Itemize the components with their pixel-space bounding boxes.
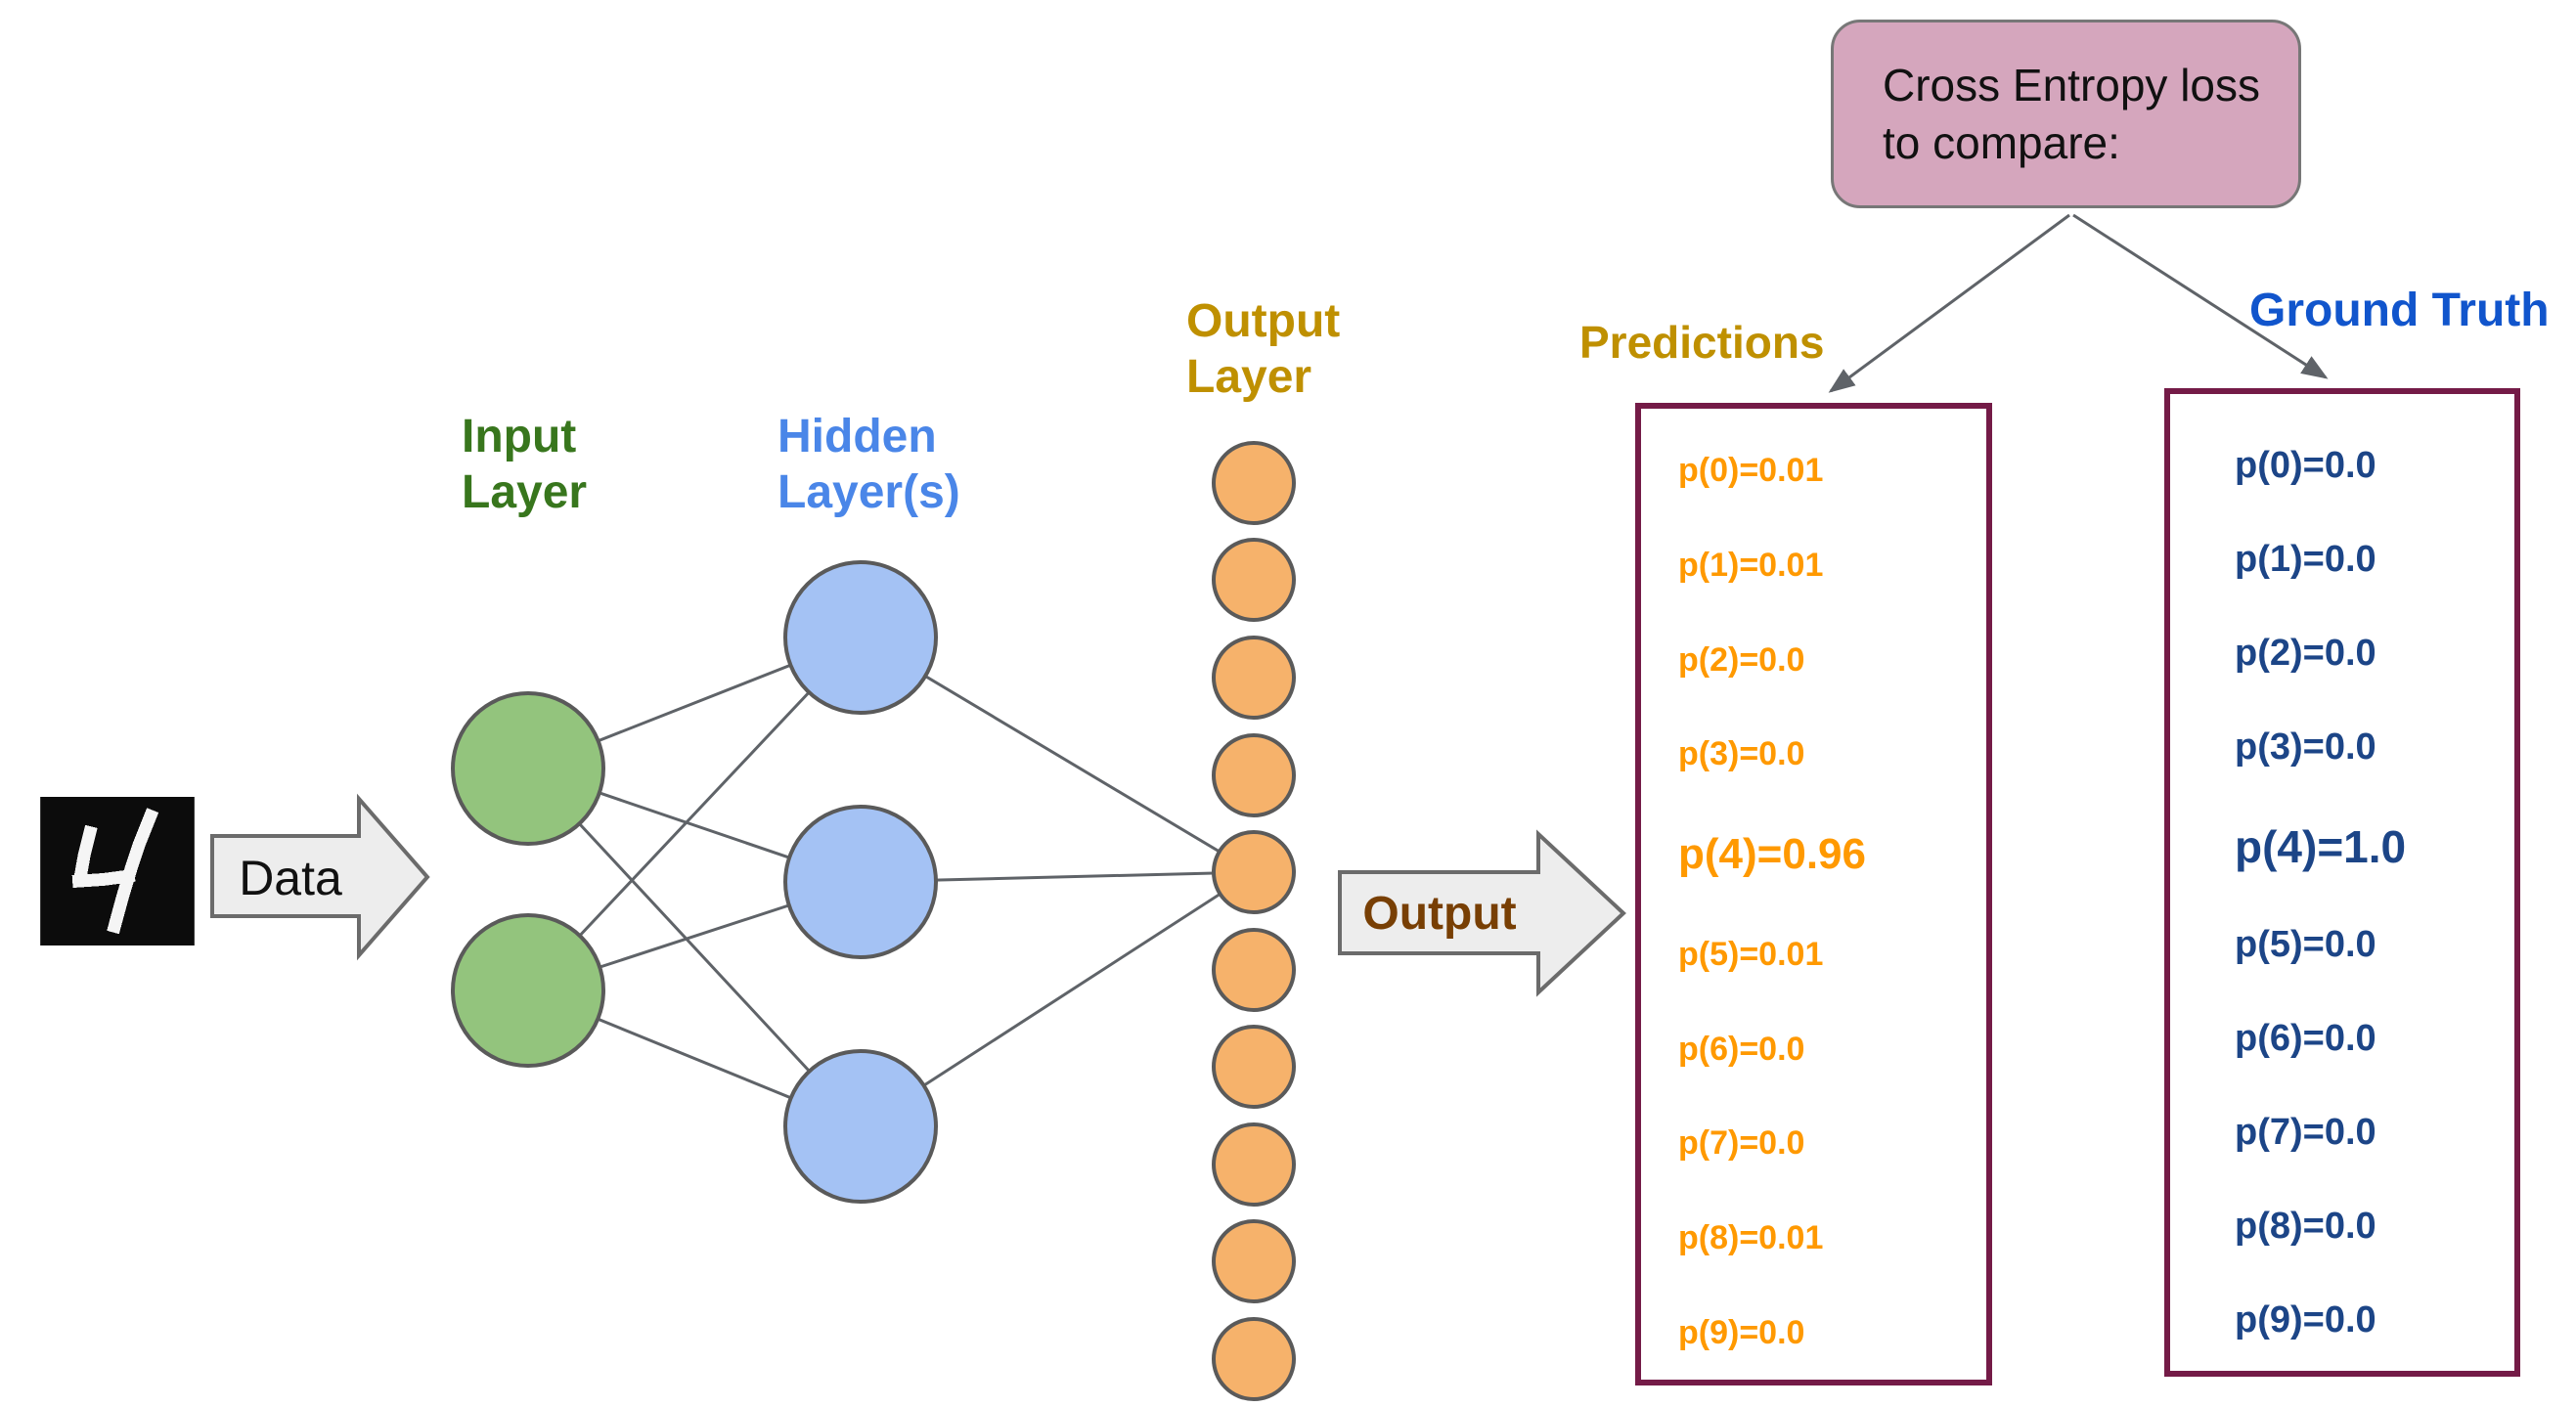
mnist-digit-image [40, 797, 195, 945]
loss-box-line2: to compare: [1883, 116, 2120, 168]
data-arrow-label: Data [239, 851, 342, 905]
loss-box-line1: Cross Entropy loss [1883, 59, 2261, 110]
hidden-node-3 [783, 1049, 938, 1204]
hidden-node-2 [783, 805, 938, 959]
arrow-to-ground-truth [2072, 213, 2329, 379]
prediction-row: p(1)=0.01 [1678, 546, 1824, 584]
input-node-1 [451, 691, 605, 846]
prediction-row: p(9)=0.0 [1678, 1313, 1805, 1351]
input-node-2 [451, 913, 605, 1068]
loss-arrows [1828, 213, 2329, 393]
predictions-title: Predictions [1579, 317, 1825, 368]
ground-truth-row: p(2)=0.0 [2235, 632, 2376, 674]
output-layer-label-line1: Output [1186, 295, 1341, 347]
hidden-layer-label-line1: Hidden [777, 411, 937, 462]
output-node-1 [1212, 441, 1296, 525]
prediction-row: p(3)=0.0 [1678, 735, 1805, 773]
digit-long-stroke [107, 808, 159, 935]
prediction-row: p(7)=0.0 [1678, 1124, 1805, 1163]
ground-truth-row: p(9)=0.0 [2235, 1298, 2376, 1341]
prediction-row: p(6)=0.0 [1678, 1030, 1805, 1068]
output-layer-label-line2: Layer [1186, 351, 1312, 403]
ground-truth-row: p(6)=0.0 [2235, 1018, 2376, 1060]
hidden-layer-label: Hidden Layer(s) [777, 409, 960, 520]
ground-truth-row: p(8)=0.0 [2235, 1206, 2376, 1247]
hidden-node-1 [783, 560, 938, 715]
output-node-3 [1212, 636, 1296, 720]
output-arrow-label: Output [1362, 888, 1517, 940]
ground-truth-row: p(7)=0.0 [2235, 1112, 2376, 1154]
input-layer-label: Input Layer [462, 409, 587, 520]
prediction-row: p(2)=0.0 [1678, 640, 1805, 679]
data-arrow-shape [210, 793, 430, 961]
arrow-to-predictions [1828, 213, 2070, 393]
output-node-10 [1212, 1317, 1296, 1401]
input-layer-label-line2: Layer [462, 466, 588, 518]
ground-truth-row: p(1)=0.0 [2235, 538, 2376, 580]
output-node-6 [1212, 928, 1296, 1012]
ground-truth-box: p(0)=0.0 p(1)=0.0 p(2)=0.0 p(3)=0.0 p(4)… [2164, 388, 2520, 1377]
ground-truth-row: p(0)=0.0 [2235, 445, 2376, 486]
digit-left-stroke [72, 824, 98, 887]
output-arrow-shape [1338, 829, 1626, 997]
output-node-8 [1212, 1122, 1296, 1207]
output-layer-label: Output Layer [1186, 293, 1340, 405]
cross-entropy-loss-box: Cross Entropy loss to compare: [1831, 20, 2301, 208]
prediction-row: p(8)=0.01 [1678, 1219, 1824, 1257]
ground-truth-title: Ground Truth [2249, 285, 2550, 336]
ground-truth-row: p(3)=0.0 [2235, 725, 2376, 768]
output-node-7 [1212, 1025, 1296, 1109]
hidden-layer-label-line2: Layer(s) [777, 466, 960, 518]
output-node-4 [1212, 733, 1296, 817]
prediction-row-highlight: p(4)=0.96 [1678, 830, 1866, 879]
output-node-2 [1212, 538, 1296, 622]
ground-truth-row: p(5)=0.0 [2235, 924, 2376, 966]
digit-bar-stroke [71, 868, 136, 889]
ground-truth-row-highlight: p(4)=1.0 [2235, 820, 2407, 872]
output-node-5 [1212, 830, 1296, 914]
predictions-box: p(0)=0.01 p(1)=0.01 p(2)=0.0 p(3)=0.0 p(… [1635, 403, 1992, 1385]
prediction-row: p(0)=0.01 [1678, 452, 1824, 489]
prediction-row: p(5)=0.01 [1678, 935, 1824, 973]
output-node-9 [1212, 1219, 1296, 1303]
input-layer-label-line1: Input [462, 411, 577, 462]
